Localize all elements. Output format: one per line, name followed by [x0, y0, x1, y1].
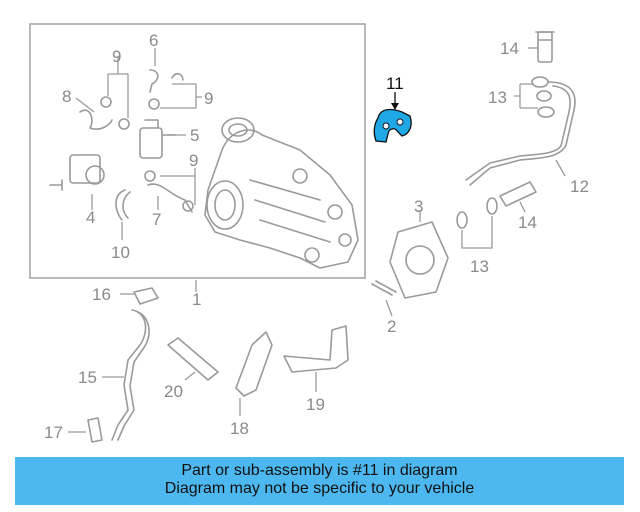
callout-6: 6	[149, 31, 158, 50]
callout-12: 12	[570, 177, 589, 196]
callout-18: 18	[230, 419, 249, 438]
callout-9c: 9	[189, 151, 198, 170]
part-6-hose	[149, 69, 184, 93]
part-14-bolt-top	[535, 31, 555, 63]
callout-10: 10	[111, 243, 130, 262]
part-9-clamps	[100, 96, 194, 212]
caption-banner: Part or sub-assembly is #11 in diagram D…	[15, 457, 624, 505]
parts-diagram: 1 2 3 4 5 6 7 8 9 9 9 10 11 12 13 13 14 …	[29, 23, 589, 443]
callout-9b: 9	[204, 89, 213, 108]
part-2-stud	[371, 280, 397, 296]
part-17-gasket	[87, 417, 103, 443]
caption-line-2: Diagram may not be specific to your vehi…	[164, 480, 475, 497]
part-8-hose	[79, 109, 113, 130]
callout-20: 20	[164, 382, 183, 401]
part-7-hose	[147, 183, 193, 213]
part-14-bolt-lower	[499, 181, 537, 207]
callout-16: 16	[92, 285, 111, 304]
sub-assembly-frame	[29, 23, 366, 279]
caption-line-1: Part or sub-assembly is #11 in diagram	[181, 462, 458, 479]
turbocharger	[204, 117, 359, 269]
callout-9a: 9	[112, 47, 121, 66]
callout-11: 11	[386, 74, 404, 93]
callout-5: 5	[190, 126, 199, 145]
callout-7: 7	[152, 210, 161, 229]
part-16-gasket	[133, 287, 159, 305]
part-13-washers-lower	[456, 197, 498, 229]
part-13-washers-top	[531, 76, 555, 118]
part-11-heat-shield	[373, 92, 412, 143]
callout-13b: 13	[470, 257, 489, 276]
leader-lines	[68, 47, 566, 433]
callout-14a: 14	[500, 39, 519, 58]
part-4-actuator	[49, 154, 105, 191]
callout-13a: 13	[488, 88, 507, 107]
part-12-oil-line	[465, 81, 576, 186]
part-15-pipe	[111, 309, 150, 441]
callout-3: 3	[414, 197, 423, 216]
callout-8: 8	[62, 87, 71, 106]
callout-17: 17	[44, 423, 63, 442]
part-18-bracket	[235, 331, 273, 397]
callout-1: 1	[192, 290, 201, 309]
callout-19: 19	[306, 395, 325, 414]
callout-15: 15	[78, 368, 97, 387]
part-10-hose	[115, 189, 131, 221]
callout-14b: 14	[518, 213, 537, 232]
part-19-bracket	[283, 325, 349, 373]
part-5-valve	[139, 119, 176, 159]
part-3-gasket	[389, 221, 449, 299]
callout-2: 2	[387, 317, 396, 336]
callout-4: 4	[86, 208, 95, 227]
part-20-bracket	[167, 337, 219, 381]
